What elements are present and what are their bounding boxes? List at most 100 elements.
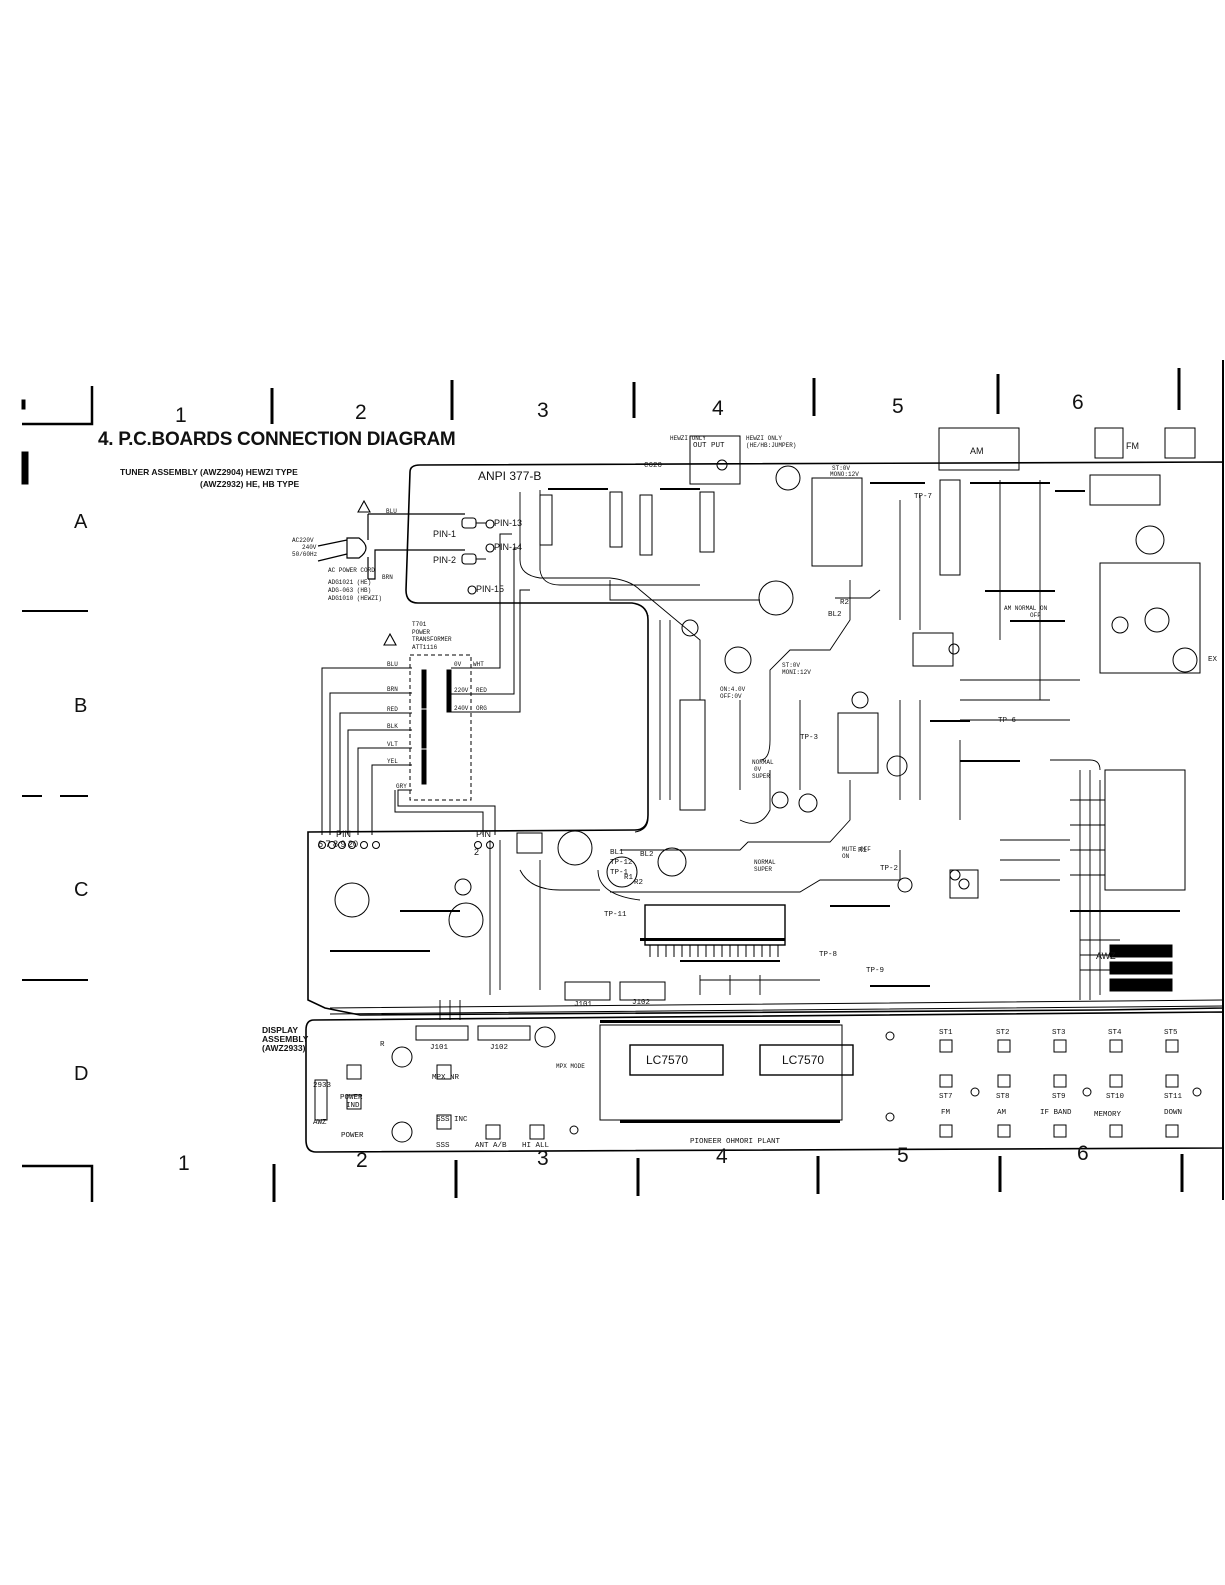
zero-v-label: 0V: [754, 766, 762, 773]
pin-13-label: PIN-13: [494, 518, 523, 528]
wire-blu-label: BLU: [386, 508, 397, 515]
lc7570-ic-2: LC7570: [782, 1053, 825, 1067]
row-letter-b: B: [74, 695, 88, 717]
st-mono-label-1: ST:0V: [832, 465, 851, 472]
j101-display-label: J101: [430, 1044, 449, 1052]
testpoint-tp9: TP-9: [866, 967, 885, 975]
ex-label: EX: [1208, 656, 1218, 664]
column-number-bottom-3: 3: [537, 1147, 549, 1170]
primary-wire-blu: BLU: [387, 661, 398, 668]
power-ind-label-2: IND: [346, 1102, 360, 1110]
column-number-bottom-2: 2: [356, 1149, 368, 1172]
secondary-wire-wht: WHT: [473, 661, 484, 668]
transformer-ref: T701: [412, 621, 427, 628]
ac-voltage-label-2: 240V: [302, 544, 317, 551]
button-memory-label: MEMORY: [1094, 1111, 1122, 1119]
normal-label: NORMAL: [752, 759, 774, 766]
side-mark-a: [21, 451, 29, 485]
tuner-assembly-line2: (AWZ2932) HE, HB TYPE: [200, 479, 300, 489]
column-number-5: 5: [892, 395, 904, 418]
button-down-label: DOWN: [1164, 1109, 1183, 1117]
testpoint-tp7: TP-7: [914, 493, 933, 501]
board-traces: [439, 480, 1120, 1020]
st-mono-label-3: ST:0V: [782, 662, 801, 669]
board-id: ANPI 377-B: [478, 469, 542, 483]
pin-15-label: PIN-15: [476, 584, 505, 594]
row-letter-a: A: [74, 511, 88, 533]
frame-corner-bottom-left: [22, 1164, 94, 1202]
pcb-pads: [330, 482, 1180, 1123]
pin-block-left-label: PIN: [336, 829, 352, 839]
transformer-line2: TRANSFORMER: [412, 636, 452, 643]
display-button-pads: [569, 1031, 1202, 1138]
column-number-bottom-4: 4: [716, 1145, 728, 1168]
button-fm-label: FM: [941, 1109, 951, 1117]
frame-corner-top-left: [22, 386, 94, 426]
primary-wire-blk: BLK: [387, 723, 398, 730]
primary-wire-yel: YEL: [387, 758, 398, 765]
column-number-bottom-1: 1: [178, 1152, 190, 1175]
column-number-bottom-5: 5: [897, 1144, 909, 1167]
column-ticks-top: [270, 368, 1181, 424]
output-label: OUT PUT: [693, 442, 725, 450]
button-st9-label: ST9: [1052, 1093, 1066, 1101]
j102-board-label: J102: [632, 999, 651, 1007]
button-st8-label: ST8: [996, 1093, 1010, 1101]
transformer-line1: POWER: [412, 629, 431, 636]
secondary-wire-org: ORG: [476, 705, 487, 712]
normal-super-label-2: SUPER: [754, 866, 773, 873]
wire-brn-label: BRN: [382, 574, 393, 581]
sss-label: SSS: [436, 1142, 450, 1150]
button-st3-label: ST3: [1052, 1029, 1066, 1037]
r2-label-a: R2: [840, 599, 850, 607]
power-cord-model-hewzi: ADG1010 (HEWZI): [328, 595, 383, 602]
tap-0v: 0V: [454, 661, 462, 668]
sss-inc-label: SSS INC: [436, 1116, 468, 1124]
testpoint-tp6: TP-6: [998, 717, 1017, 725]
testpoint-tp8: TP-8: [819, 951, 838, 959]
mpx-nr-label: MPX NR: [432, 1074, 460, 1082]
column-number-bottom-6: 6: [1077, 1142, 1089, 1165]
st-mono-label-2: MONO:12V: [830, 471, 859, 478]
mute-label-2: ON: [842, 853, 850, 860]
plant-label: PIONEER OHMORI PLANT: [690, 1138, 781, 1146]
c620-label: C620: [644, 462, 663, 470]
button-st4-label: ST4: [1108, 1029, 1122, 1037]
ac-frequency-label: 50/60Hz: [292, 551, 318, 558]
r1-label-b: R1: [858, 847, 868, 855]
testpoint-tp12: TP-12: [610, 859, 633, 867]
tap-220v: 220V: [454, 687, 469, 694]
button-st7-label: ST7: [939, 1093, 953, 1101]
hewzi-only-label: HEWZI ONLY: [670, 435, 707, 442]
corner-mark: [21, 399, 26, 410]
ic-pins: [649, 945, 779, 957]
primary-wire-gry: GRY: [396, 783, 407, 790]
board-components: [334, 427, 1201, 1001]
pin-1-label: PIN-1: [433, 529, 457, 539]
lc7570-ic-1: LC7570: [646, 1053, 689, 1067]
page-title: 4. P.C.BOARDS CONNECTION DIAGRAM: [98, 429, 456, 450]
column-number-3: 3: [537, 399, 549, 422]
warning-icon: [357, 499, 397, 646]
hewzi-only-jumper-label: HEWZI ONLY: [746, 435, 783, 442]
primary-wire-red: RED: [387, 706, 398, 713]
power-cord-label: AC POWER CORD: [328, 567, 375, 574]
ant-ab-label: ANT A/B: [475, 1142, 507, 1150]
testpoint-tp2: TP-2: [880, 865, 899, 873]
row-letter-d: D: [74, 1063, 89, 1085]
bl2-label-a: BL2: [640, 851, 654, 859]
power-button-label: POWER: [341, 1132, 364, 1140]
jumper-note: (HE/HB:JUMPER): [746, 442, 797, 449]
r2-label-b: R2: [634, 879, 644, 887]
tuner-assembly-line1: TUNER ASSEMBLY (AWZ2904) HEWZI TYPE: [120, 467, 298, 477]
super-label: SUPER: [752, 773, 771, 780]
column-number-2: 2: [355, 401, 367, 424]
testpoint-tp11: TP-11: [604, 911, 627, 919]
column-ticks-bottom: [272, 1154, 1184, 1202]
display-assembly-label-2: ASSEMBLY: [262, 1034, 309, 1044]
power-plug: [317, 513, 465, 580]
pin-block-left-numbers: 6 7 8 9 20: [318, 839, 359, 849]
tuner-board-outline: [307, 461, 1224, 1016]
button-st5-label: ST5: [1164, 1029, 1178, 1037]
